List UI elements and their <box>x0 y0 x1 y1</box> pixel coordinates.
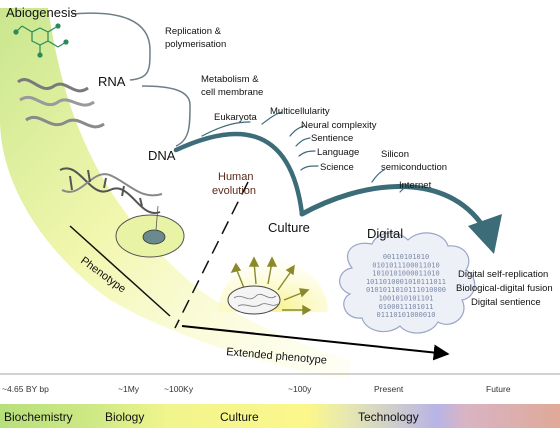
binary-line: 1011010001010111011 <box>366 278 446 286</box>
binary-line: 0100011101011 <box>379 303 434 311</box>
culture-label: Culture <box>268 220 310 235</box>
era-biochemistry: Biochemistry <box>4 410 73 424</box>
branch-curves <box>173 111 483 225</box>
binary-line: 01110101000010 <box>376 311 435 319</box>
multicellularity-branch <box>261 111 283 125</box>
neural-complexity-label: Neural complexity <box>301 120 377 131</box>
tick-label-100ky: ~100Ky <box>164 384 194 394</box>
digital-outcome-1: Digital self-replication <box>458 269 548 280</box>
digital-outcome-3: Digital sentience <box>471 297 541 308</box>
binary-line: 1010101000011010 <box>372 270 439 278</box>
binary-line: 0101011100011010 <box>372 261 439 269</box>
dna-label: DNA <box>148 148 176 163</box>
phenotype-line <box>69 225 171 317</box>
abiogenesis-label: Abiogenesis <box>6 5 77 20</box>
tick-label-1my: ~1My <box>118 384 140 394</box>
silicon-label-2: semiconduction <box>381 162 447 173</box>
language-branch <box>298 150 316 157</box>
era-culture: Culture <box>220 410 259 424</box>
digital-outcome-2: Biological-digital fusion <box>456 283 553 294</box>
brain-bubble <box>218 256 328 316</box>
internet-branch <box>399 185 407 193</box>
dna-helix-icon <box>59 167 163 215</box>
replication-label-2: polymerisation <box>165 39 226 50</box>
era-biology: Biology <box>105 410 144 424</box>
digital-cloud <box>339 232 476 334</box>
rna-strand-icon <box>17 78 105 129</box>
neural-complexity-branch <box>289 125 305 137</box>
rna-label: RNA <box>98 74 126 89</box>
binary-line: 1001010101101 <box>379 295 434 303</box>
language-label: Language <box>317 147 359 158</box>
science-label: Science <box>320 162 354 173</box>
science-branch <box>300 165 319 171</box>
tick-label-bp: ~4.65 BY bp <box>2 384 49 394</box>
tick-label-100y: ~100y <box>288 384 312 394</box>
evolution-band <box>0 8 350 380</box>
main-evolution-path <box>71 12 191 147</box>
tick-label-future: Future <box>486 384 511 394</box>
silicon-label-1: Silicon <box>381 149 409 160</box>
molecule-icon <box>13 23 69 58</box>
eukaryota-branch <box>201 121 251 137</box>
era-technology: Technology <box>358 410 419 424</box>
human-evolution-label-2: evolution <box>212 185 256 197</box>
extended-phenotype-arrow <box>181 325 450 361</box>
human-evolution-label-1: Human <box>218 171 253 183</box>
cell-icon <box>115 205 185 258</box>
sentience-branch <box>295 137 311 147</box>
digital-label: Digital <box>367 226 403 241</box>
replication-label-1: Replication & <box>165 26 222 37</box>
dna-to-culture-branch <box>173 131 305 217</box>
eukaryota-label: Eukaryota <box>214 112 257 123</box>
multicellularity-label: Multicellularity <box>270 106 330 117</box>
internet-label: Internet <box>399 180 432 191</box>
binary-line: 0101011010111010000 <box>366 286 446 294</box>
digital-arrowhead <box>468 214 502 254</box>
culture-to-digital-branch <box>299 184 483 225</box>
brain-icon <box>227 285 281 315</box>
era-band <box>0 404 560 428</box>
metabolism-label-1: Metabolism & <box>201 74 259 85</box>
human-evolution-divider <box>174 181 249 329</box>
metabolism-label-2: cell membrane <box>201 87 263 98</box>
binary-text: 0011010101001010111000110101010101000011… <box>366 253 446 319</box>
binary-line: 00110101010 <box>383 253 429 261</box>
sentience-label: Sentience <box>311 133 353 144</box>
silicon-branch <box>371 169 385 183</box>
tick-label-present: Present <box>374 384 404 394</box>
